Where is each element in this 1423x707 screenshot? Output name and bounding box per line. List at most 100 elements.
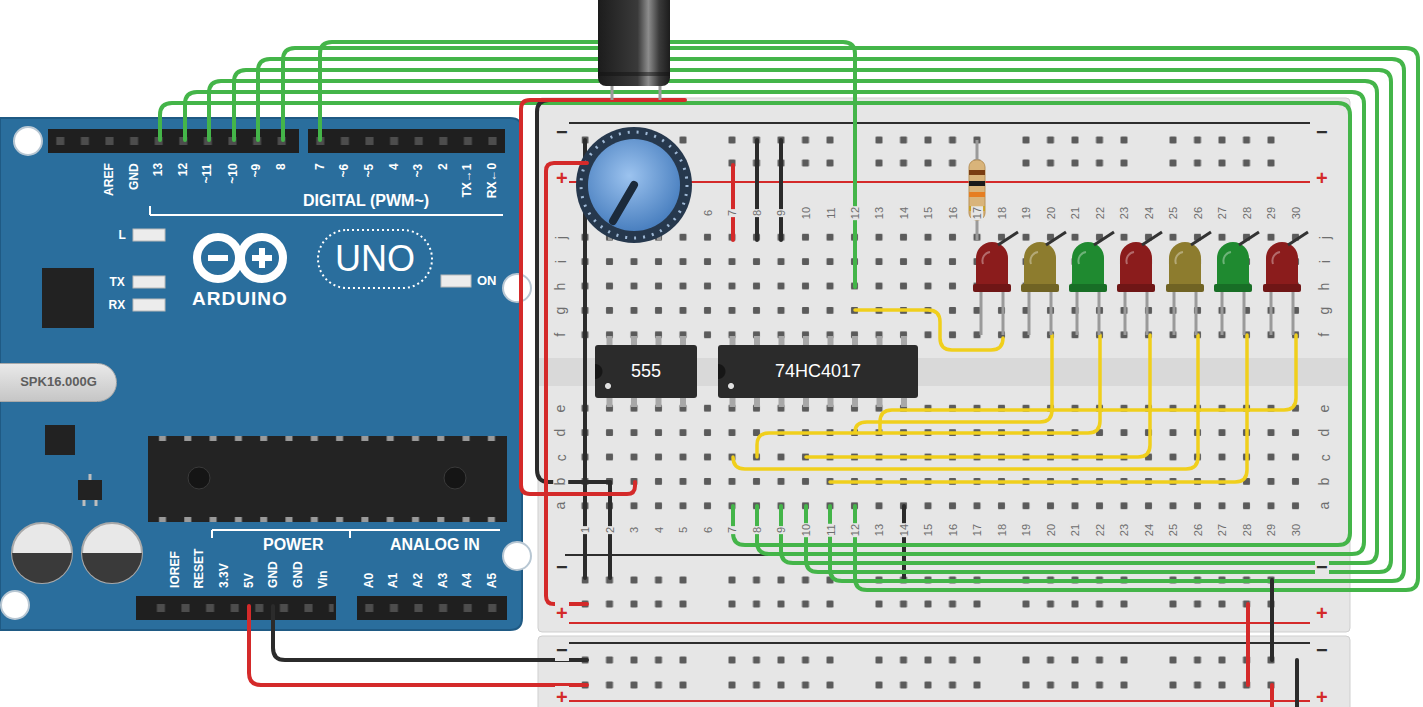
column-number: 7 [726,526,738,534]
led [1263,284,1301,292]
pin-label: ~5 [363,163,376,177]
led [1028,288,1031,335]
arduino-board [188,467,210,489]
pin-label: 7 [314,163,327,170]
breadboard [582,648,1302,672]
rail-sign: + [555,602,569,624]
pin-label: ~10 [226,163,239,183]
arduino-board [197,237,239,279]
arduino-board [95,500,98,506]
breadboard [565,642,1310,644]
rail-sign: + [555,167,569,189]
column-number: 10 [800,523,812,537]
led [1094,232,1114,245]
led [1021,284,1059,292]
pin-label: ~3 [412,163,425,177]
led [1173,288,1176,335]
header-label: DIGITAL (PWM~) [303,192,429,210]
arduino-board [212,529,500,531]
arduino-board [133,276,165,288]
arduino-board [48,129,299,153]
row-letter: g [553,306,568,316]
led [1223,252,1231,264]
row-letter: a [553,501,568,511]
pin-label: AREF [103,163,116,196]
column-number: 21 [1069,523,1081,537]
led [1214,232,1259,335]
column-number: 25 [1167,206,1179,220]
rail-sign: + [1315,686,1329,707]
logo-text: UNO [335,239,415,279]
header-label: POWER [263,536,323,554]
row-letter: i [1317,259,1332,264]
pin-label: IOREF [169,551,182,588]
breadboard [582,592,1302,616]
arduino-board [211,530,213,538]
led [973,284,1011,292]
breadboard [582,673,1302,697]
pin-label: 4 [387,163,400,170]
arduino-board [150,436,505,444]
pin-label: RX←0 [486,163,499,198]
logo-text: ARDUINO [192,289,288,310]
arduino-board [83,500,86,506]
arduino-board [12,553,72,583]
led [1146,288,1149,335]
led-label: ON [477,274,497,288]
power-wire [1295,660,1299,707]
arduino-board [133,299,165,311]
arduino-board [148,436,507,522]
electrolytic-capacitor [598,0,670,100]
led-label: RX [109,299,126,312]
arduino-board [308,129,505,153]
arduino-board [259,248,265,268]
row-letter: d [553,428,568,438]
row-letter: c [553,453,568,462]
arduino-board [45,425,75,455]
pin-label: ~6 [338,163,351,177]
column-number: 17 [971,523,983,537]
led-label: L [119,229,126,242]
column-number: 15 [922,523,934,537]
breadboard [565,700,1310,702]
column-number: 23 [1118,206,1130,220]
electrolytic-capacitor [598,0,670,86]
led [998,232,1018,245]
row-letter: j [1317,235,1332,240]
jumper-wire [902,506,906,578]
pin-label: GND [292,561,305,588]
column-number: 4 [653,526,665,534]
row-letter: d [1317,428,1332,438]
pin-label: A0 [363,573,376,588]
chip-leg [779,397,785,407]
component-marking: 74HC4017 [775,361,861,382]
header-label: ANALOG IN [390,536,480,554]
jumper-wire-green [283,48,1418,590]
arduino-board [357,596,507,620]
row-letter: h [1317,281,1332,291]
column-number: 20 [1045,206,1057,220]
power-wire [1246,604,1250,685]
chip-leg [803,397,809,407]
column-number: 21 [1069,206,1081,220]
led [973,284,1011,292]
column-number: 2 [604,526,616,534]
chip-leg [852,397,858,407]
pin-label: A4 [461,573,474,588]
led [973,232,1018,335]
column-number: 15 [922,206,934,220]
pin-label: ~9 [250,163,263,177]
rail-sign: + [555,686,569,707]
chip-leg [828,397,834,407]
potentiometer [576,127,692,243]
column-number: 26 [1192,523,1204,537]
column-number: 14 [898,523,910,537]
power-wire [273,606,587,660]
ic-chip: 555 [595,345,697,398]
column-number: 27 [1216,523,1228,537]
led [1239,232,1259,245]
led [1069,232,1114,335]
led [1263,284,1301,292]
led [1076,288,1079,335]
column-number: 9 [775,209,787,217]
